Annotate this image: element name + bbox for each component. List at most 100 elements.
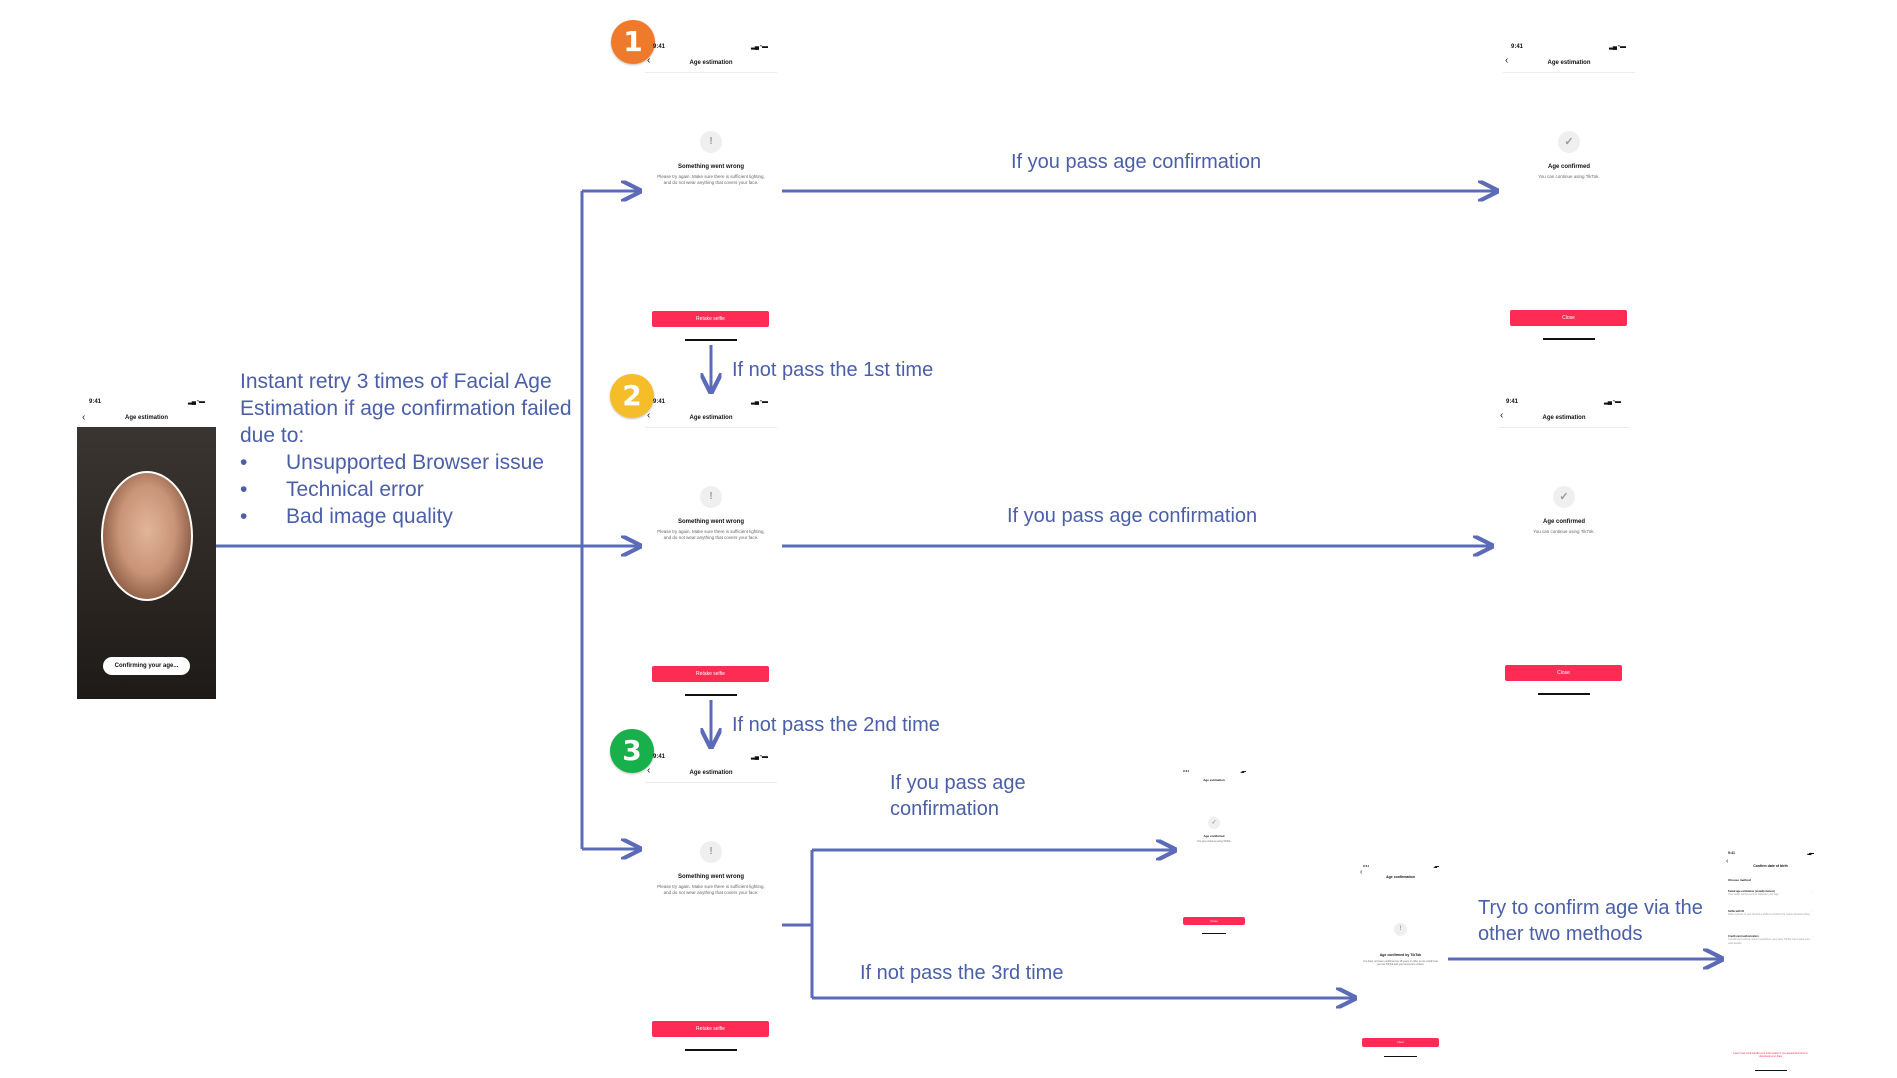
label-pass-3: If you pass age confirmation xyxy=(890,772,1026,820)
data-policy-link[interactable]: Learn how we'll handle your information … xyxy=(1733,1052,1808,1059)
back-icon[interactable]: ‹ xyxy=(1505,55,1509,66)
error-body: Please try again. Make sure there is suf… xyxy=(657,174,765,185)
divider xyxy=(645,782,777,783)
retake-selfie-button[interactable]: Retake selfie xyxy=(652,666,769,682)
label-fail-2: If not pass the 2nd time xyxy=(732,714,940,736)
screen-title: Age estimation xyxy=(689,60,733,66)
reason-item: Unsupported Browser issue xyxy=(240,449,600,476)
chevron-right-icon: › xyxy=(1812,910,1813,913)
checkmark-icon: ✓ xyxy=(1553,486,1575,508)
back-icon[interactable]: ‹ xyxy=(647,55,651,66)
method-desc: Take a photo of your ID and a selfie to … xyxy=(1728,913,1811,917)
selfie-photo: Confirming your age... xyxy=(77,427,216,699)
alert-icon: ! xyxy=(700,131,722,153)
error-heading: Something went wrong xyxy=(678,164,744,170)
screen-title: Age estimation xyxy=(1542,415,1586,421)
success-heading: Age confirmed xyxy=(1547,164,1590,170)
error-screen-attempt-3: 9:41 ▂▄ ◔ ▬ ‹ Age estimation ! Something… xyxy=(645,750,777,1060)
alert-icon: ! xyxy=(700,841,722,863)
home-indicator xyxy=(1538,693,1590,695)
next-button[interactable]: Next xyxy=(1362,1038,1439,1047)
back-icon[interactable]: ‹ xyxy=(1500,410,1504,421)
back-icon[interactable]: ‹ xyxy=(1726,858,1729,865)
back-icon[interactable]: ‹ xyxy=(647,410,651,421)
method-title: Selfie with ID xyxy=(1728,910,1745,913)
screen-title: Age estimation xyxy=(689,770,733,776)
screen-title: Age estimation xyxy=(124,415,168,421)
error-heading: Something went wrong xyxy=(678,874,744,880)
age-not-confirmed-screen: 9:41 ▂▄ ▬ ‹ Age confirmation ! Age confi… xyxy=(1358,863,1443,1063)
method-title: Credit card authorization xyxy=(1728,935,1759,938)
status-icons: ▂▄ ▬ xyxy=(1807,851,1814,855)
method-selfie-id[interactable]: Selfie with ID Take a photo of your ID a… xyxy=(1728,910,1813,917)
status-icons: ▂▄ ◔ ▬ xyxy=(751,399,768,405)
alert-icon: ! xyxy=(700,486,722,508)
home-indicator xyxy=(1202,933,1226,934)
success-screen-attempt-3: 9:41 ▂▄ ▬ Age estimation ✓ Age confirmed… xyxy=(1180,768,1248,938)
label-fail-1: If not pass the 1st time xyxy=(732,359,934,381)
status-icons: ▂▄ ◔ ▬ xyxy=(751,44,768,50)
error-body: Please try again. Make sure there is suf… xyxy=(657,884,765,895)
status-time: 9:41 xyxy=(653,44,666,50)
status-icons: ▂▄ ▬ xyxy=(1240,769,1246,773)
close-button[interactable]: Close xyxy=(1183,917,1245,925)
error-screen-attempt-1: 9:41 ▂▄ ◔ ▬ ‹ Age estimation ! Something… xyxy=(645,40,777,350)
close-button[interactable]: Close xyxy=(1505,665,1622,681)
failed-body: You have not been confirmed as 18 years … xyxy=(1362,960,1438,967)
screen-title: Age estimation xyxy=(1203,778,1225,782)
start-screen: 9:41 ▂▄ ◔ ▬ ‹ Age estimation xyxy=(77,395,216,699)
status-time: 9:41 xyxy=(1728,851,1736,855)
step-badge-1: 1 xyxy=(611,20,655,64)
step-badge-2: 2 xyxy=(610,374,654,418)
method-desc: Your selfie will be used to estimate you… xyxy=(1728,893,1780,897)
intro-heading: Instant retry 3 times of Facial Age Esti… xyxy=(240,370,572,447)
confirm-dob-methods-screen: 9:41 ▂▄ ▬ ‹ Confirm date of birth Choose… xyxy=(1723,850,1818,1075)
reason-item: Technical error xyxy=(240,476,600,503)
label-pass-1: If you pass age confirmation xyxy=(1011,151,1262,173)
method-facial-age[interactable]: Facial age estimation (usually fastest) … xyxy=(1728,890,1813,897)
label-fail-3: If not pass the 3rd time xyxy=(860,962,1064,984)
status-time: 9:41 xyxy=(1511,44,1524,50)
status-time: 9:41 xyxy=(653,399,666,405)
reason-item: Bad image quality xyxy=(240,503,600,530)
screen-title: Confirm date of birth xyxy=(1753,864,1788,868)
reason-list: Unsupported Browser issue Technical erro… xyxy=(240,449,600,530)
method-title: Facial age estimation (usually fastest) xyxy=(1728,890,1775,893)
failed-heading: Age confirmed by TikTok xyxy=(1379,953,1422,957)
method-credit-card[interactable]: Credit card authorization A credit card … xyxy=(1728,935,1813,945)
back-icon[interactable]: ‹ xyxy=(82,412,86,423)
retake-selfie-button[interactable]: Retake selfie xyxy=(652,311,769,327)
back-icon[interactable]: ‹ xyxy=(1360,869,1363,876)
home-indicator xyxy=(1755,1070,1787,1071)
label-other-methods: Try to confirm age via the other two met… xyxy=(1478,897,1703,945)
success-screen-attempt-1: 9:41 ▂▄ ◔ ▬ ‹ Age estimation ✓ Age confi… xyxy=(1503,40,1635,350)
divider xyxy=(1503,72,1635,73)
home-indicator xyxy=(685,1049,737,1051)
home-indicator xyxy=(1543,338,1595,340)
success-body: You can continue using TikTok. xyxy=(1533,529,1595,534)
status-icons: ▂▄ ◔ ▬ xyxy=(1604,399,1621,405)
home-indicator xyxy=(685,339,737,341)
close-button[interactable]: Close xyxy=(1510,310,1627,326)
chevron-right-icon: › xyxy=(1812,935,1813,938)
screen-title: Age estimation xyxy=(1547,60,1591,66)
success-body: You can continue using TikTok. xyxy=(1538,174,1600,179)
step-badge-3: 3 xyxy=(610,729,654,773)
retake-selfie-button[interactable]: Retake selfie xyxy=(652,1021,769,1037)
method-desc: A credit card will be used to authorize … xyxy=(1728,938,1810,945)
checkmark-icon: ✓ xyxy=(1208,817,1220,829)
intro-text: Instant retry 3 times of Facial Age Esti… xyxy=(240,368,600,530)
home-indicator xyxy=(685,694,737,696)
chevron-right-icon: › xyxy=(1812,890,1813,893)
screen-title: Age confirmation xyxy=(1386,875,1415,879)
error-body: Please try again. Make sure there is suf… xyxy=(657,529,765,540)
alert-icon: ! xyxy=(1394,923,1407,936)
divider xyxy=(1498,427,1630,428)
status-icons: ▂▄ ◔ ▬ xyxy=(751,754,768,760)
back-icon[interactable]: ‹ xyxy=(647,765,651,776)
error-screen-attempt-2: 9:41 ▂▄ ◔ ▬ ‹ Age estimation ! Something… xyxy=(645,395,777,705)
divider xyxy=(645,72,777,73)
status-time: 9:41 xyxy=(89,399,102,405)
